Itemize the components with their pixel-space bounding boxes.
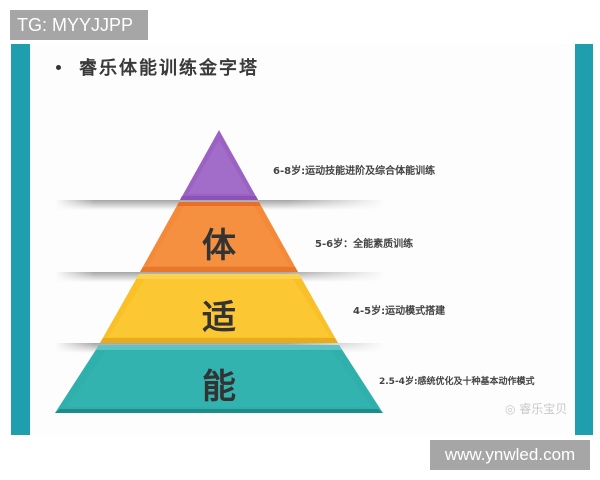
pyramid-level-base [55, 345, 383, 413]
level-char-neng: 能 [202, 367, 236, 407]
bullet-icon [56, 64, 61, 70]
pyramid-level-lower-middle [100, 274, 338, 343]
watermark-top-left: TG: MYYJJPP [10, 10, 148, 40]
level-char-shi: 适 [202, 298, 236, 338]
watermark-bottom-right: www.ynwled.com [430, 440, 590, 470]
logo-watermark: ◎ 睿乐宝贝 [505, 402, 568, 416]
level-label-base: 2.5-4岁:感统优化及十种基本动作模式 [379, 377, 535, 387]
level-label-lower-middle: 4-5岁:运动模式搭建 [353, 306, 446, 317]
right-accent-bar [575, 44, 593, 435]
slide-title: 睿乐体能训练金字塔 [56, 54, 259, 80]
wechat-icon: ◎ [505, 402, 520, 416]
pyramid-level-upper-middle [140, 202, 298, 272]
level-char-ti: 体 [202, 226, 236, 266]
level-label-upper-middle: 5-6岁：全能素质训练 [315, 239, 414, 250]
slide-title-text: 睿乐体能训练金字塔 [79, 58, 259, 79]
left-accent-bar [11, 44, 30, 435]
level-label-top: 6-8岁:运动技能进阶及综合体能训练 [273, 166, 436, 177]
pyramid-level-top [180, 130, 258, 200]
